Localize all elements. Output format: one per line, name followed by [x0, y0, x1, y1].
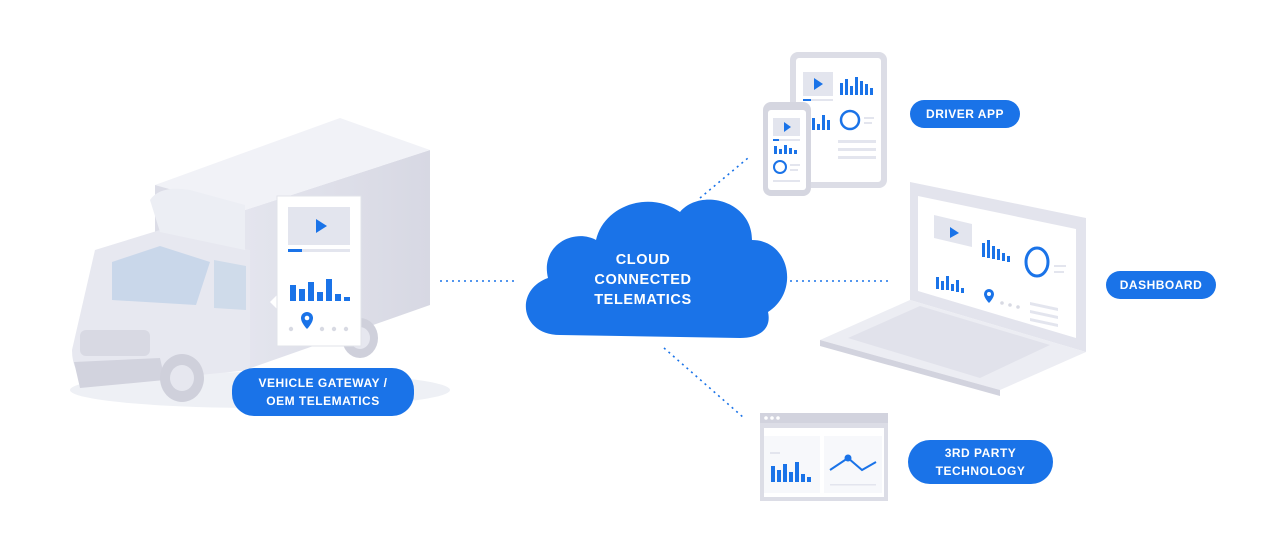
laptop-illustration [820, 182, 1086, 396]
cloud-shape [525, 199, 788, 338]
bar-chart-icon [812, 115, 830, 130]
play-icon [950, 227, 959, 238]
bar-chart-icon [774, 145, 797, 154]
play-icon [784, 122, 791, 132]
tablet-illustration [790, 52, 887, 188]
dashboard-badge: DASHBOARD [1106, 271, 1216, 299]
connector-cloud-3rd-party [663, 347, 745, 419]
ring-chart-icon [773, 160, 787, 174]
vehicle-data-card [270, 195, 362, 347]
ring-chart-icon [839, 109, 861, 131]
dashboard-label: DASHBOARD [1119, 278, 1203, 292]
phone-illustration [763, 102, 811, 196]
bar-chart-icon [982, 240, 1010, 262]
cloud-label: CLOUD CONNECTED TELEMATICS [562, 250, 724, 310]
play-icon [814, 78, 823, 90]
vehicle-label-line-2: OEM TELEMATICS [266, 394, 380, 408]
third-party-label-line-2: TECHNOLOGY [935, 464, 1026, 478]
location-pin-icon [984, 289, 994, 303]
vehicle-label-line-1: VEHICLE GATEWAY / [258, 376, 388, 390]
connector-cloud-driver-app [699, 157, 749, 199]
vehicle-gateway-badge: VEHICLE GATEWAY / OEM TELEMATICS [232, 368, 414, 416]
third-party-label-line-1: 3RD PARTY [944, 446, 1017, 460]
line-chart-icon [829, 454, 877, 486]
connector-lines [440, 157, 890, 419]
browser-window-illustration [760, 413, 888, 501]
driver-app-label: DRIVER APP [926, 107, 1004, 121]
cloud-label-line-3: TELEMATICS [594, 292, 692, 308]
play-icon [316, 219, 327, 233]
bar-chart-icon [771, 462, 811, 482]
bar-chart-icon [290, 279, 350, 301]
cloud-label-line-1: CLOUD [615, 252, 671, 268]
third-party-badge: 3RD PARTY TECHNOLOGY [908, 440, 1053, 484]
cloud-label-line-2: CONNECTED [594, 272, 692, 288]
ring-chart-icon [1024, 246, 1050, 278]
bar-chart-icon [936, 276, 964, 293]
truck-illustration [70, 118, 450, 408]
location-pin-icon [301, 312, 313, 329]
driver-app-badge: DRIVER APP [910, 100, 1020, 128]
bar-chart-icon [840, 77, 873, 95]
